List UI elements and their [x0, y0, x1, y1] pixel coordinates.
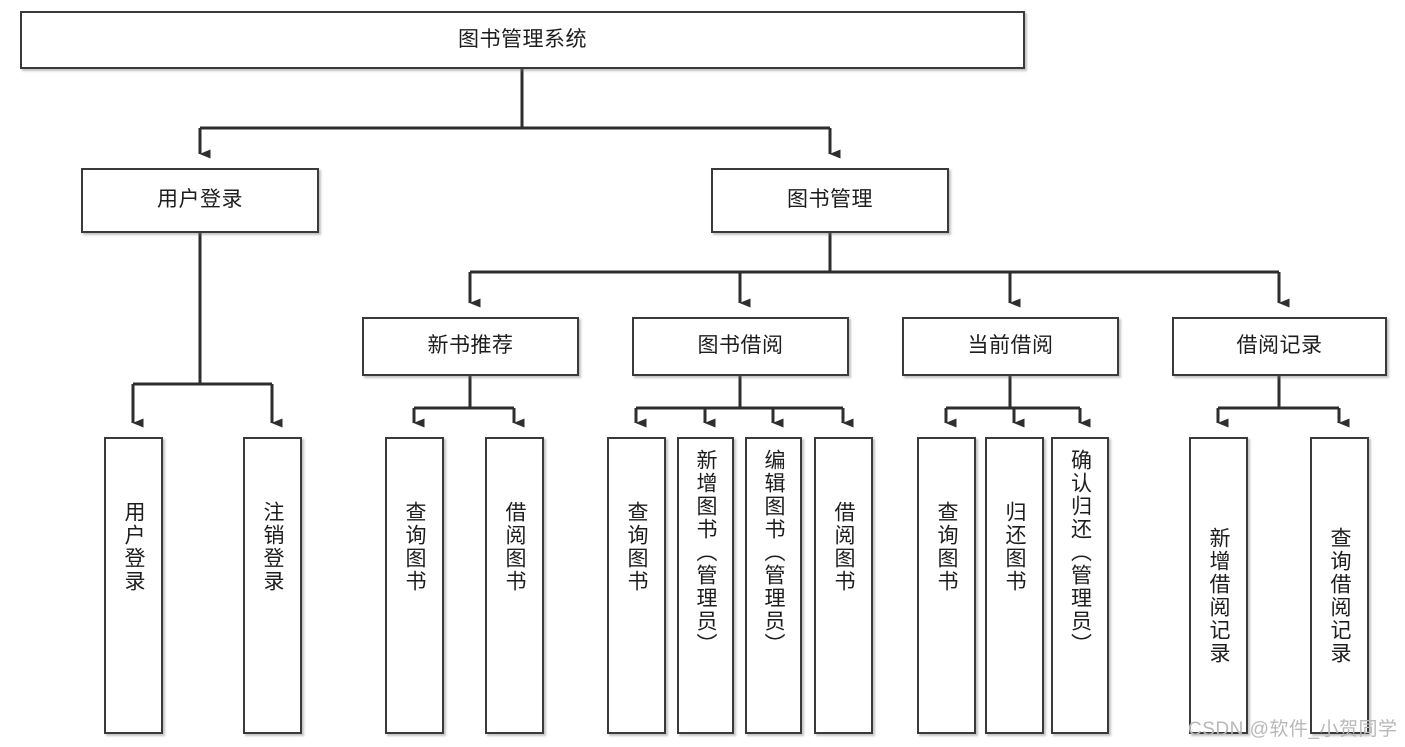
- node-leaf-logout-label: 注销登录: [261, 501, 284, 593]
- node-leaf-user-login-label: 用户登录: [122, 501, 145, 593]
- node-new-book-rec[interactable]: 新书推荐: [362, 317, 579, 376]
- node-leaf-return-book-label: 归还图书: [1003, 501, 1026, 593]
- node-leaf-edit-book-admin[interactable]: 编辑图书（管理员）: [745, 437, 802, 734]
- node-current-borrow-label: 当前借阅: [967, 334, 1054, 358]
- node-leaf-edit-book-admin-label: 编辑图书（管理员）: [762, 449, 785, 656]
- node-leaf-user-login[interactable]: 用户登录: [104, 437, 163, 734]
- node-leaf-borrow-book-2-label: 借阅图书: [832, 501, 855, 593]
- watermark: CSDN @软件_小贺同学: [1188, 719, 1398, 740]
- node-leaf-query-book-1[interactable]: 查询图书: [385, 437, 444, 734]
- node-leaf-borrow-book-2[interactable]: 借阅图书: [814, 437, 873, 734]
- node-book-manage[interactable]: 图书管理: [711, 168, 949, 233]
- node-leaf-query-borrow-record[interactable]: 查询借阅记录: [1310, 437, 1369, 734]
- node-leaf-confirm-return-admin[interactable]: 确认归还（管理员）: [1051, 437, 1109, 734]
- node-leaf-query-book-3-label: 查询图书: [935, 501, 958, 593]
- node-new-book-rec-label: 新书推荐: [427, 334, 514, 358]
- node-leaf-query-book-2[interactable]: 查询图书: [607, 437, 666, 734]
- node-current-borrow[interactable]: 当前借阅: [902, 317, 1119, 376]
- node-leaf-query-borrow-record-label: 查询借阅记录: [1328, 527, 1351, 665]
- node-leaf-query-book-2-label: 查询图书: [625, 501, 648, 593]
- node-root[interactable]: 图书管理系统: [20, 11, 1025, 69]
- node-book-borrow-label: 图书借阅: [697, 334, 784, 358]
- node-user-login[interactable]: 用户登录: [81, 168, 319, 233]
- node-leaf-return-book[interactable]: 归还图书: [985, 437, 1044, 734]
- node-leaf-borrow-book-1-label: 借阅图书: [503, 501, 526, 593]
- node-user-login-label: 用户登录: [157, 188, 243, 212]
- node-leaf-confirm-return-admin-label: 确认归还（管理员）: [1068, 449, 1092, 656]
- node-root-label: 图书管理系统: [458, 27, 587, 51]
- node-leaf-borrow-book-1[interactable]: 借阅图书: [485, 437, 544, 734]
- node-leaf-query-book-3[interactable]: 查询图书: [917, 437, 976, 734]
- node-leaf-logout[interactable]: 注销登录: [243, 437, 302, 734]
- node-leaf-query-book-1-label: 查询图书: [403, 501, 426, 593]
- node-leaf-add-borrow-record-label: 新增借阅记录: [1207, 527, 1230, 665]
- node-leaf-add-book-admin-label: 新增图书（管理员）: [694, 449, 717, 656]
- node-leaf-add-borrow-record[interactable]: 新增借阅记录: [1189, 437, 1248, 734]
- node-book-borrow[interactable]: 图书借阅: [632, 317, 849, 376]
- node-book-manage-label: 图书管理: [787, 188, 873, 212]
- node-leaf-add-book-admin[interactable]: 新增图书（管理员）: [677, 437, 734, 734]
- node-borrow-record-label: 借阅记录: [1236, 334, 1323, 358]
- node-borrow-record[interactable]: 借阅记录: [1172, 317, 1387, 376]
